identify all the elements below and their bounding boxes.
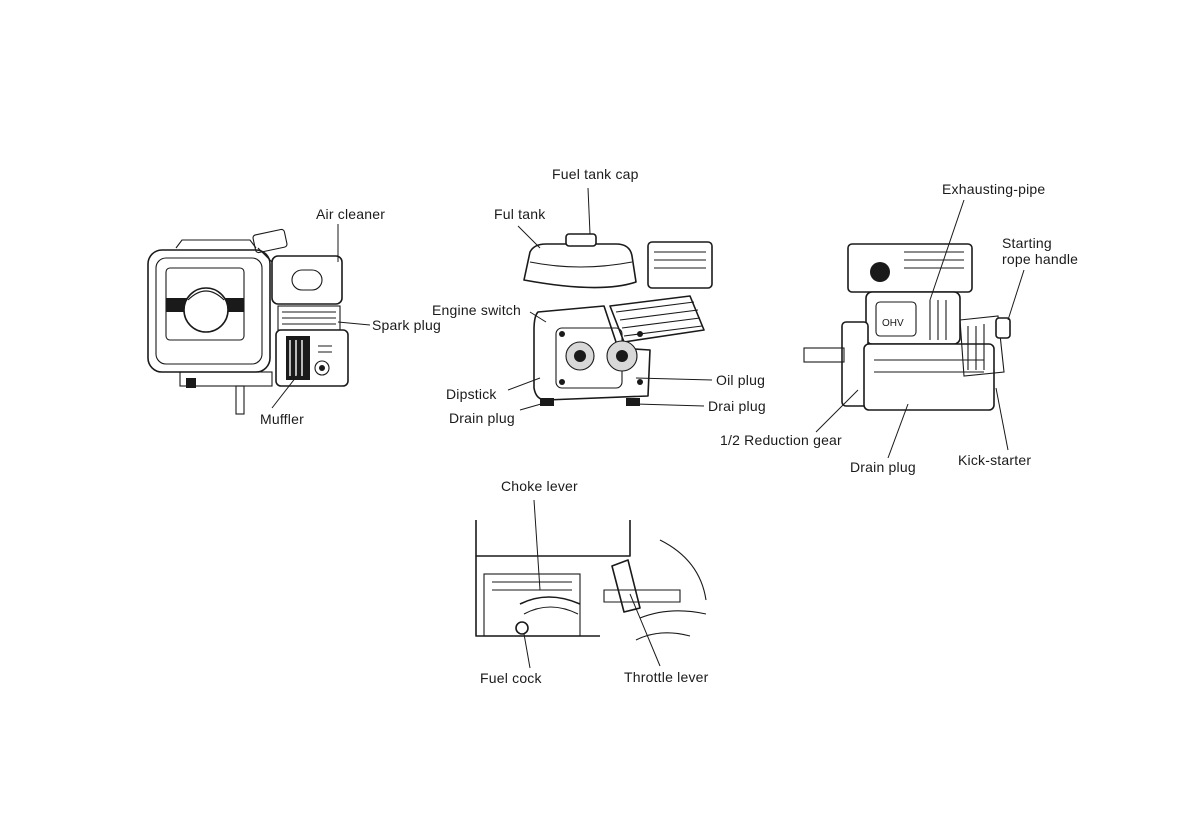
label-air-cleaner: Air cleaner xyxy=(316,206,385,222)
label-dipstick: Dipstick xyxy=(446,386,497,402)
label-throttle-lever: Throttle lever xyxy=(624,669,709,685)
label-spark-plug: Spark plug xyxy=(372,317,441,333)
svg-text:OHV: OHV xyxy=(882,318,904,329)
label-drain-plug-front: Drain plug xyxy=(449,410,515,426)
carburetor-detail-view xyxy=(476,500,706,668)
label-fuel-tank-cap: Fuel tank cap xyxy=(552,166,639,182)
label-engine-switch: Engine switch xyxy=(432,302,521,318)
label-fuel-cock: Fuel cock xyxy=(480,670,542,686)
engine-rear-view: OHV xyxy=(804,200,1024,458)
label-ful-tank: Ful tank xyxy=(494,206,545,222)
engine-side-view xyxy=(148,224,370,414)
label-exhausting-pipe: Exhausting-pipe xyxy=(942,181,1045,197)
label-starting-rope-handle-line1: Starting xyxy=(1002,235,1052,251)
label-drai-plug: Drai plug xyxy=(708,398,766,414)
label-muffler: Muffler xyxy=(260,411,304,427)
label-starting-rope-handle-line2: rope handle xyxy=(1002,251,1078,267)
label-kick-starter: Kick-starter xyxy=(958,452,1031,468)
label-drain-plug-right: Drain plug xyxy=(850,459,916,475)
label-oil-plug: Oil plug xyxy=(716,372,765,388)
label-choke-lever: Choke lever xyxy=(501,478,578,494)
label-reduction-gear: 1/2 Reduction gear xyxy=(720,432,842,448)
